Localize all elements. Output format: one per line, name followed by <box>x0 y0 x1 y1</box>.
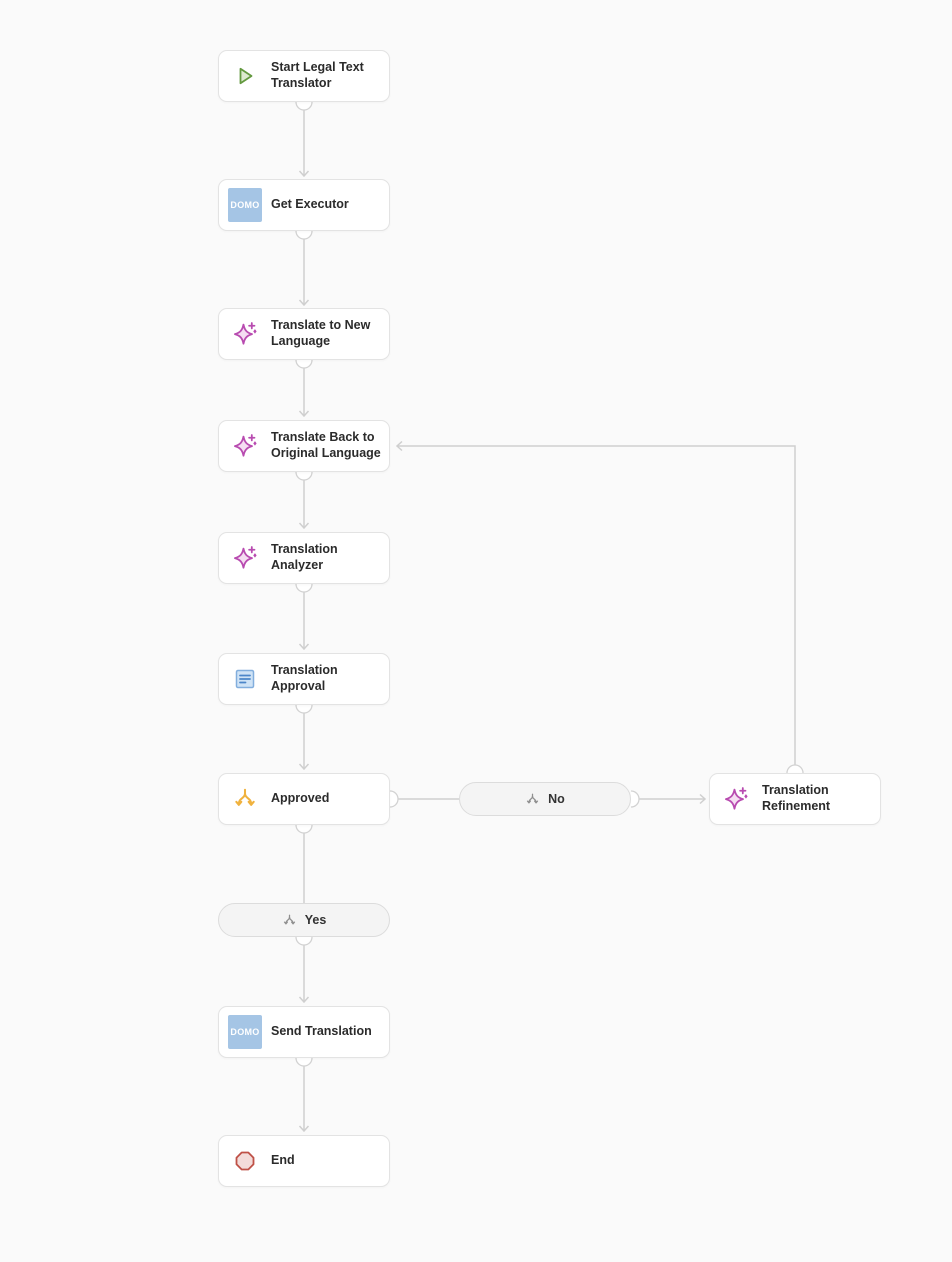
node-approved[interactable]: Approved <box>218 773 390 825</box>
node-translation-analyzer[interactable]: Translation Analyzer <box>218 532 390 584</box>
branch-icon <box>228 782 262 816</box>
stop-icon <box>228 1144 262 1178</box>
domo-icon: DOMO <box>228 1015 262 1049</box>
node-label: Get Executor <box>271 197 349 212</box>
node-translation-approval[interactable]: Translation Approval <box>218 653 390 705</box>
node-label: Translation Approval <box>271 663 338 693</box>
branch-icon-gray <box>525 792 540 807</box>
node-translation-refinement[interactable]: Translation Refinement <box>709 773 881 825</box>
node-label: Translation Refinement <box>762 783 831 813</box>
document-icon <box>228 662 262 696</box>
play-icon <box>228 59 262 93</box>
pill-label: No <box>548 792 565 806</box>
ai-sparkle-icon <box>719 782 753 816</box>
domo-icon: DOMO <box>228 188 262 222</box>
node-translate-to-new-language[interactable]: Translate to New Language <box>218 308 390 360</box>
branch-pill-no[interactable]: No <box>459 782 631 816</box>
node-send-translation[interactable]: DOMO Send Translation <box>218 1006 390 1058</box>
node-start[interactable]: Start Legal Text Translator <box>218 50 390 102</box>
node-label: Approved <box>271 791 330 806</box>
node-label: Translation Analyzer <box>271 542 338 572</box>
node-label: Start Legal Text Translator <box>271 60 364 90</box>
node-label: Translate Back to Original Language <box>271 430 381 460</box>
node-label: Translate to New Language <box>271 318 371 348</box>
node-label: End <box>271 1153 295 1168</box>
branch-pill-yes[interactable]: Yes <box>218 903 390 937</box>
node-label: Send Translation <box>271 1024 372 1039</box>
pill-label: Yes <box>304 913 327 927</box>
node-end[interactable]: End <box>218 1135 390 1187</box>
ai-sparkle-icon <box>228 317 262 351</box>
node-translate-back-to-original-language[interactable]: Translate Back to Original Language <box>218 420 390 472</box>
node-get-executor[interactable]: DOMO Get Executor <box>218 179 390 231</box>
ai-sparkle-icon <box>228 541 262 575</box>
ai-sparkle-icon <box>228 429 262 463</box>
branch-icon-gray <box>282 913 297 928</box>
